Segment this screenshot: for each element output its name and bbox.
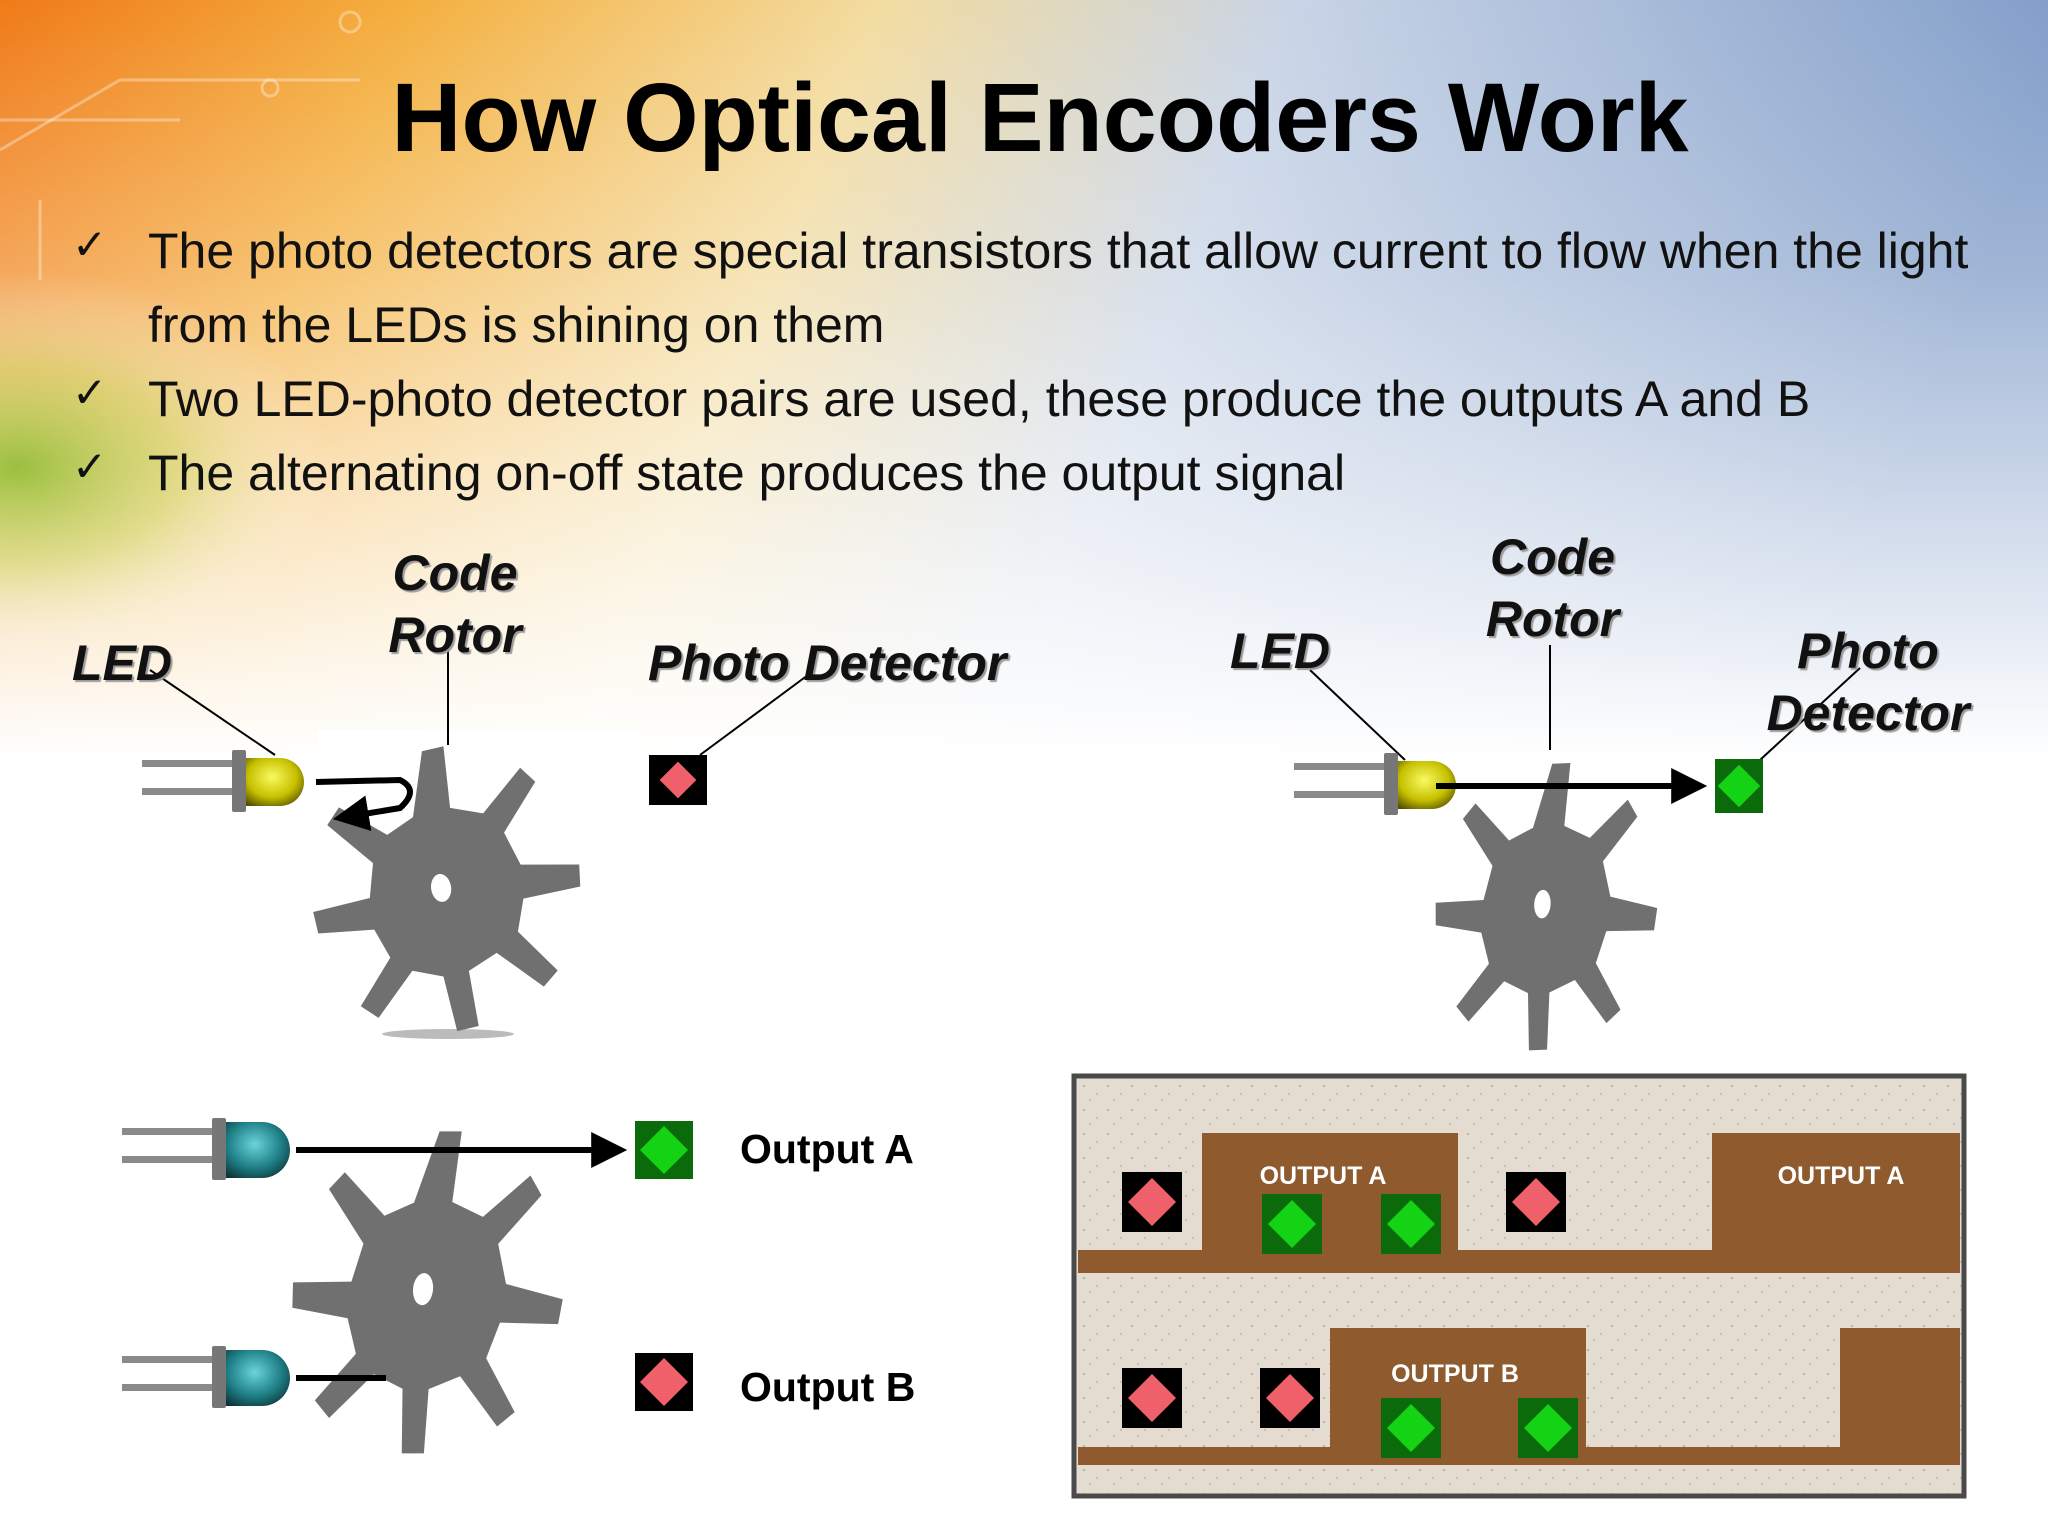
output-a-label: OUTPUT A [1260,1162,1387,1190]
checkmark-icon: ✓ [72,220,108,269]
photo-detector-label: Photo Detector [648,635,1007,691]
output-b-waveform [1078,1328,1960,1465]
detector-off [1122,1368,1182,1428]
photo-detector-off [649,755,707,805]
photo-detector-on [1715,759,1763,813]
led-icon [122,1118,290,1180]
detector-on [1381,1194,1441,1254]
bullet-text: The photo detectors are special transist… [148,223,1969,353]
checkmark-icon: ✓ [72,368,108,417]
bullet-text: Two LED-photo detector pairs are used, t… [148,371,1811,427]
led-label: LED [72,635,172,691]
code-rotor-icon [1425,754,1667,1059]
output-b-label: OUTPUT B [1391,1360,1519,1388]
diagram-passing [1294,645,1861,1059]
diagram-output-pair [122,1090,765,1480]
detector-on [1381,1398,1441,1458]
checkmark-icon: ✓ [72,442,108,491]
detector-off [1260,1368,1320,1428]
led-label: LED [1230,623,1330,679]
detector-off [1122,1172,1182,1232]
output-b-text: Output B [740,1364,916,1410]
detector-on [1262,1194,1322,1254]
code-rotor-label: Code Rotor [1485,529,1620,647]
led-icon [1294,753,1456,815]
detector-on [1518,1398,1578,1458]
bullet-text: The alternating on-off state produces th… [148,445,1346,501]
output-b-detector [635,1353,693,1411]
output-a-detector [635,1121,693,1179]
code-rotor-label: Code Rotor [388,545,522,663]
output-a-text: Output A [740,1126,914,1172]
photo-detector-label: Photo Detector [1766,623,1970,741]
detector-off [1506,1172,1566,1232]
signal-panel: OUTPUT A OUTPUT A OUTPUT B [1071,1073,1967,1499]
output-a-label: OUTPUT A [1778,1162,1905,1190]
led-icon [142,750,304,812]
diagram-blocked [142,635,809,1049]
led-icon [122,1346,290,1408]
slide-title: How Optical Encoders Work [391,63,1689,172]
